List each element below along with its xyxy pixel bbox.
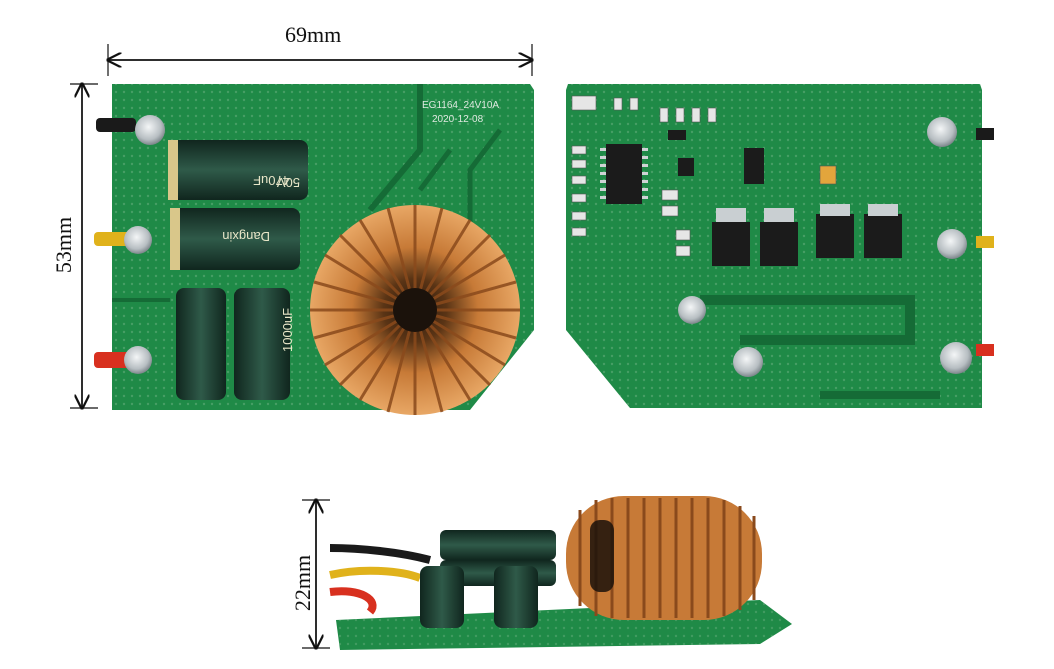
solder-pad [733, 347, 763, 377]
mosfet-array [712, 204, 902, 266]
solder-pad [124, 226, 152, 254]
black-wire [96, 118, 136, 132]
board-model-text: EG1164_24V10A [422, 100, 499, 111]
capacitor-470uf: 50V 470uF [168, 140, 308, 200]
pcb-back-view [566, 84, 994, 408]
capacitor-vertical-left [176, 288, 226, 400]
pcb-side-view [329, 496, 792, 650]
smd-components [571, 95, 837, 257]
height-dimension-arrow [70, 84, 98, 408]
toroidal-inductor [310, 205, 520, 415]
board-date-text: 2020-12-08 [432, 114, 484, 125]
toroidal-inductor-side [566, 496, 762, 620]
black-wire-back [976, 128, 994, 140]
solder-pad [678, 296, 706, 324]
transistor-component [668, 130, 686, 140]
width-dimension-arrow [108, 44, 532, 76]
depth-dimension-arrow [302, 500, 330, 648]
solder-pad [135, 115, 165, 145]
capacitor-dangxin: Dangxin [170, 208, 300, 270]
solder-pad [937, 229, 967, 259]
controller-ic [606, 144, 642, 204]
width-dimension-label: 69mm [285, 22, 342, 47]
capacitor-voltage-text: 50V [277, 175, 300, 190]
solder-pad [124, 346, 152, 374]
capacitor-1000uf-text: 1000uF [280, 308, 295, 352]
black-wire-side [329, 544, 432, 564]
capacitor-side-vertical [494, 566, 538, 628]
capacitor-brand-text: Dangxin [222, 229, 270, 244]
solder-pad [940, 342, 972, 374]
red-wire-back [976, 344, 994, 356]
capacitor-side [440, 530, 556, 560]
red-wire-side [329, 587, 377, 615]
yellow-wire-side [329, 566, 422, 582]
capacitor-1000uf: 1000uF [234, 288, 295, 400]
capacitor-side-vertical [420, 566, 464, 628]
resistor-component [744, 148, 764, 184]
yellow-wire-back [976, 236, 994, 248]
pcb-front-view: EG1164_24V10A 2020-12-08 50V 470uF Dangx… [94, 84, 534, 415]
transistor-component [678, 158, 694, 176]
capacitor-value-text: 470uF [253, 173, 290, 188]
solder-pad [927, 117, 957, 147]
